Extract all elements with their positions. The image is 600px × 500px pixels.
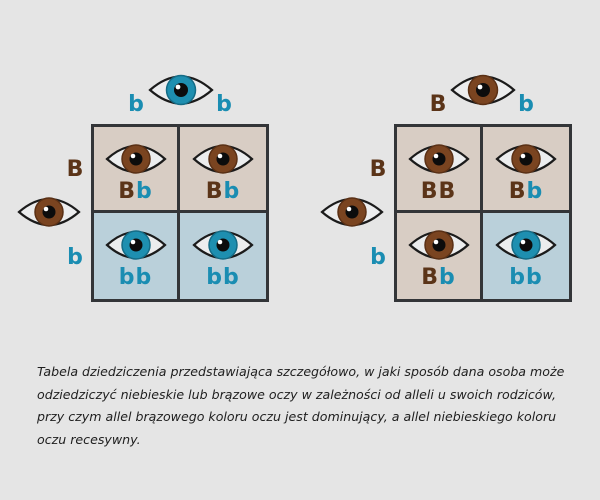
punnett-cell: Bb [483,127,569,213]
punnett-cell: Bb [397,213,483,299]
eye-icon-brown [407,144,470,174]
punnett-cell: BB [397,127,483,213]
eye-icon-blue [148,74,214,106]
allele-top-1: b [128,92,144,117]
punnett-cell: bb [483,213,569,299]
genotype-label: Bb [421,265,456,290]
genotype-label: Bb [205,179,241,204]
genotype-label: bb [118,265,153,290]
allele-side-2: b [370,245,386,270]
allele-side-1: B [369,157,387,182]
punnett-grid: BB Bb Bb [394,124,572,302]
eye-icon-brown [407,230,470,260]
genotype-label: bb [206,265,240,290]
punnett-cell: Bb [180,127,266,213]
punnett-cell: bb [94,213,180,299]
punnett-cell: Bb [94,127,180,213]
allele-top-1: B [429,92,447,117]
figure-caption: Tabela dziedziczenia przedstawiająca szc… [37,364,565,447]
eye-icon-blue [192,230,254,260]
punnett-cell: bb [180,213,266,299]
allele-side-1: B [66,157,84,182]
eye-icon-blue [495,230,557,260]
genotype-label: Bb [118,179,153,204]
eye-icon-blue [104,230,167,260]
eye-icon-brown [495,144,557,174]
eye-icon-brown [450,74,516,106]
genotype-label: BB [420,179,457,204]
eye-icon-brown [192,144,254,174]
genotype-label: Bb [508,179,544,204]
genotype-label: bb [509,265,543,290]
eye-icon-brown [104,144,167,174]
eye-icon-brown [17,197,81,227]
allele-top-2: b [518,92,534,117]
eye-icon-brown [320,197,384,227]
punnett-grid: Bb Bb bb [91,124,269,302]
allele-top-2: b [216,92,232,117]
allele-side-2: b [67,245,83,270]
